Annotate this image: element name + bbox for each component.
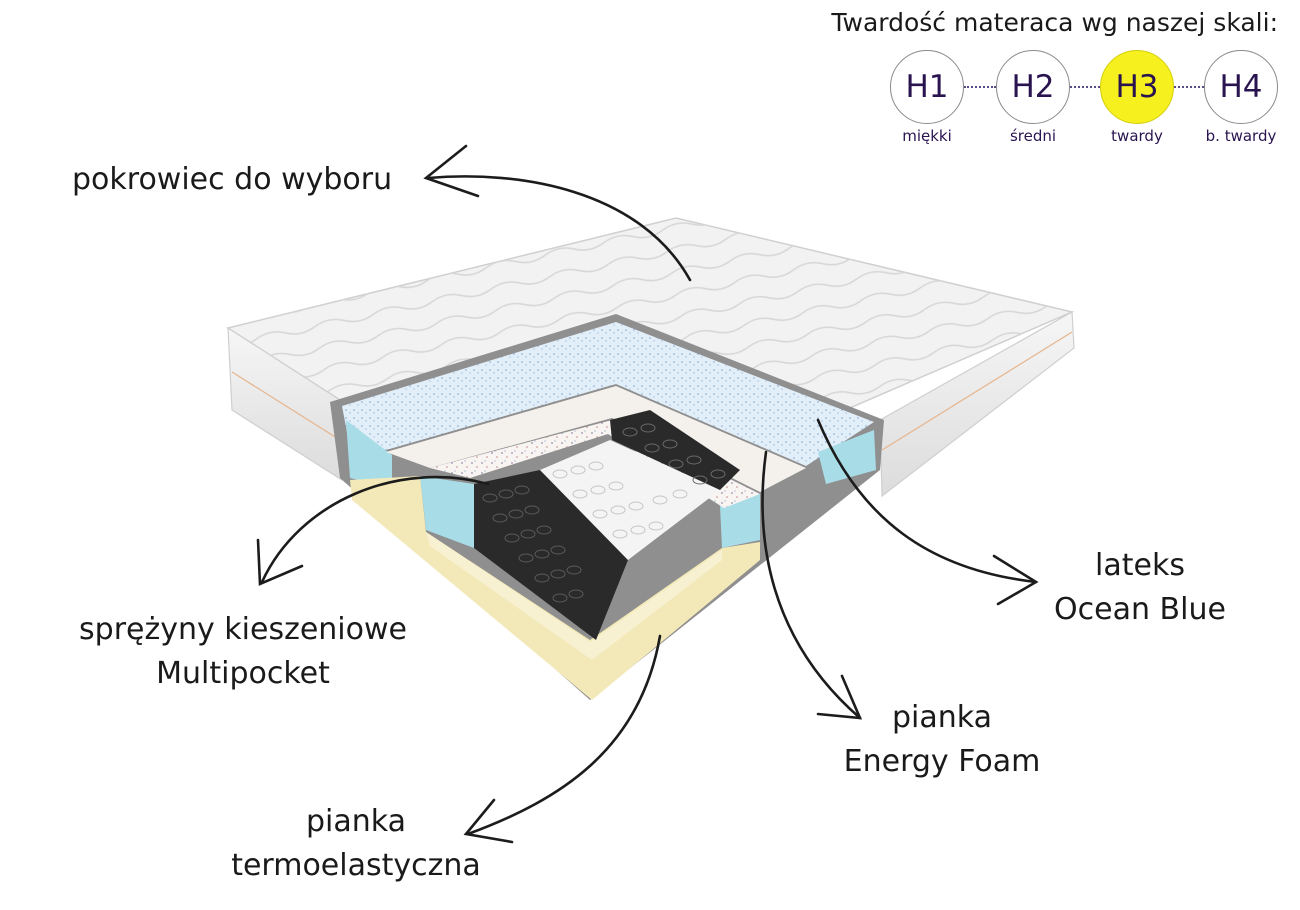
latex-label-line2: Ocean Blue (1054, 592, 1226, 627)
energy-foam-label: pianka Energy Foam (834, 696, 1050, 784)
thermoelastic-label-line2: termoelastyczna (231, 848, 481, 883)
springs-label: sprężyny kieszeniowe Multipocket (70, 608, 416, 696)
cover-callout-arrow (426, 175, 692, 282)
energy-foam-label-line1: pianka (891, 700, 992, 735)
latex-label: lateks Ocean Blue (1040, 544, 1240, 632)
hardness-h2-label: średni (1009, 127, 1057, 145)
springs-callout-arrow (260, 475, 490, 584)
hardness-h3-label: twardy (1111, 127, 1163, 145)
latex-callout-arrow (816, 418, 1038, 584)
thermoelastic-label-line1: pianka (305, 804, 406, 839)
scale-connector (1174, 86, 1204, 88)
latex-layer (342, 322, 874, 466)
thermoelastic-callout-arrow (466, 634, 662, 836)
mattress-right-side (879, 311, 1075, 498)
hardness-h1-label: miękki (902, 127, 952, 145)
mattress-left-side (227, 326, 343, 482)
hardness-h1-badge: H1 (890, 50, 964, 124)
pocket-springs-block (474, 410, 740, 640)
thermoelastic-label: pianka termoelastyczna (218, 800, 494, 888)
hardness-h3-badge: H3 (1100, 50, 1174, 124)
springs-label-line2: Multipocket (156, 656, 330, 691)
cover-label: pokrowiec do wyboru (72, 162, 393, 197)
energy-foam-callout-arrow (761, 450, 862, 720)
springs-label-line1: sprężyny kieszeniowe (79, 612, 407, 647)
hardness-h4-label: b. twardy (1205, 127, 1277, 145)
latex-label-line1: lateks (1095, 548, 1185, 583)
energy-foam-label-line2: Energy Foam (843, 744, 1041, 779)
hardness-h4-badge: H4 (1204, 50, 1278, 124)
scale-connector (1070, 86, 1100, 88)
hardness-scale-title: Twardość materaca wg naszej skali: (831, 8, 1278, 37)
callout-arrows (256, 144, 1039, 844)
scale-connector (964, 86, 996, 88)
hardness-h2-badge: H2 (996, 50, 1070, 124)
